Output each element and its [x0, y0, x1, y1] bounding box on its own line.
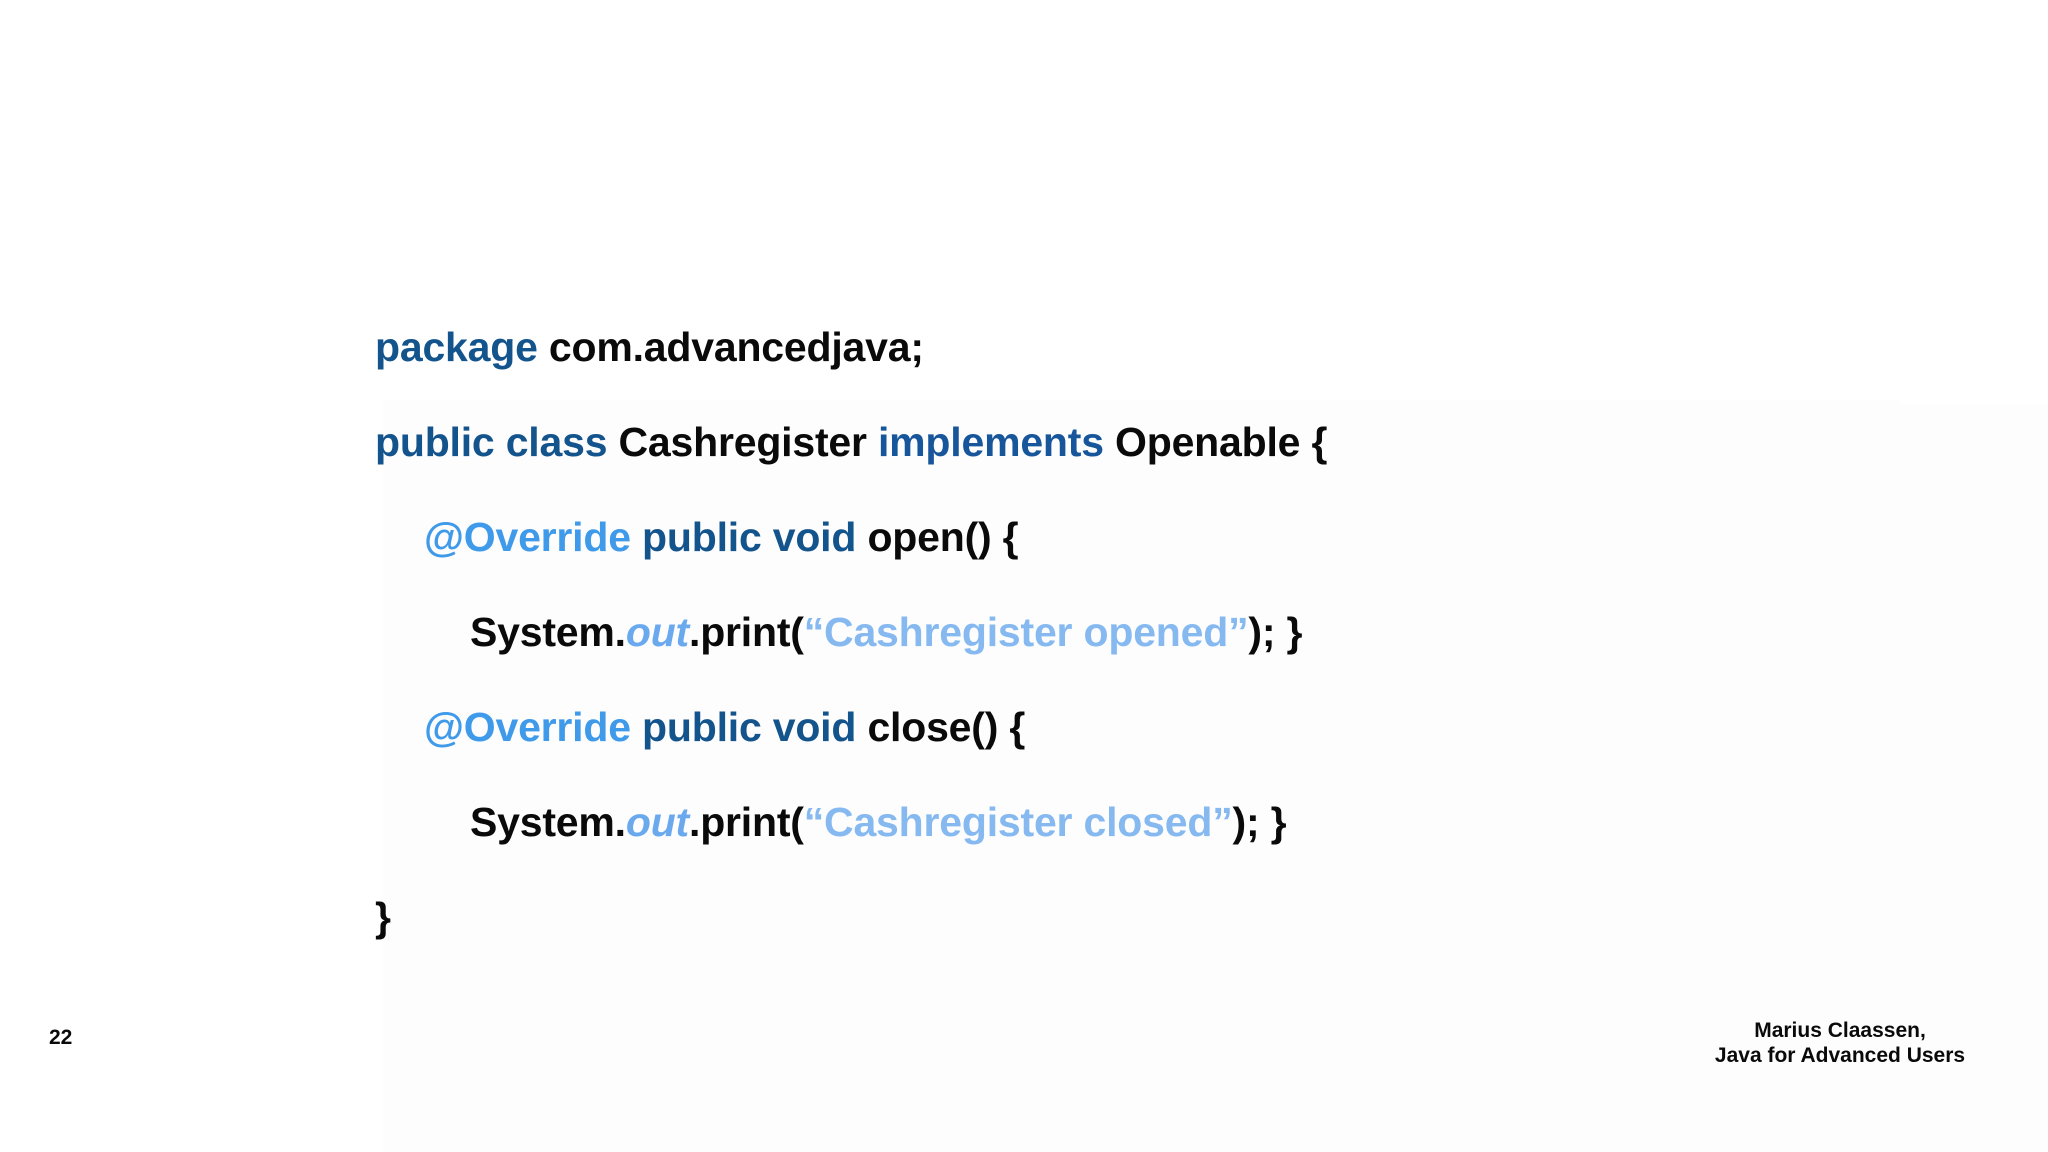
print-call: .print(: [689, 609, 804, 655]
space: [856, 514, 867, 560]
content-panel-right-band: [1900, 0, 2048, 404]
keyword-public-class: public class: [375, 419, 608, 465]
keyword-public-void: public void: [642, 704, 857, 750]
space: [867, 419, 878, 465]
code-line-closing-brace: }: [0, 870, 2048, 965]
code-line-class-declaration: public class Cashregister implements Ope…: [0, 395, 2048, 490]
class-name: Cashregister: [618, 419, 867, 465]
java-code-block: package com.advancedjava; public class C…: [0, 300, 2048, 965]
keyword-public-void: public void: [642, 514, 857, 560]
system-object: System.: [470, 609, 626, 655]
keyword-package: package: [375, 324, 538, 370]
interface-name: Openable {: [1115, 419, 1328, 465]
package-name: com.advancedjava;: [548, 324, 924, 370]
code-line-package: package com.advancedjava;: [0, 300, 2048, 395]
statement-tail: ); }: [1232, 799, 1287, 845]
space: [1104, 419, 1115, 465]
space: [631, 514, 642, 560]
page-number: 22: [49, 1026, 73, 1049]
system-object: System.: [470, 799, 626, 845]
code-line-open-method-signature: @Override public void open() {: [0, 490, 2048, 585]
string-literal-closed: “Cashregister closed”: [803, 799, 1233, 845]
space: [538, 324, 549, 370]
closing-brace: }: [375, 894, 391, 940]
field-out: out: [625, 609, 690, 655]
annotation-override: @Override: [424, 514, 631, 560]
footer-course: Java for Advanced Users: [1714, 1044, 1966, 1067]
statement-tail: ); }: [1248, 609, 1303, 655]
content-panel-top-band: [383, 0, 2048, 400]
annotation-override: @Override: [424, 704, 631, 750]
code-line-print-closed: System.out.print(“Cashregister closed”);…: [0, 775, 2048, 870]
code-line-print-opened: System.out.print(“Cashregister opened”);…: [0, 585, 2048, 680]
field-out: out: [625, 799, 690, 845]
method-signature-open: open() {: [867, 514, 1019, 560]
print-call: .print(: [689, 799, 804, 845]
footer-author: Marius Claassen,: [1754, 1019, 1926, 1042]
code-line-close-method-signature: @Override public void close() {: [0, 680, 2048, 775]
string-literal-opened: “Cashregister opened”: [803, 609, 1249, 655]
space: [631, 704, 642, 750]
method-signature-close: close() {: [867, 704, 1026, 750]
space: [607, 419, 618, 465]
footer-credit: Marius Claassen, Java for Advanced Users: [1660, 1018, 2020, 1068]
space: [856, 704, 867, 750]
keyword-implements: implements: [877, 419, 1104, 465]
